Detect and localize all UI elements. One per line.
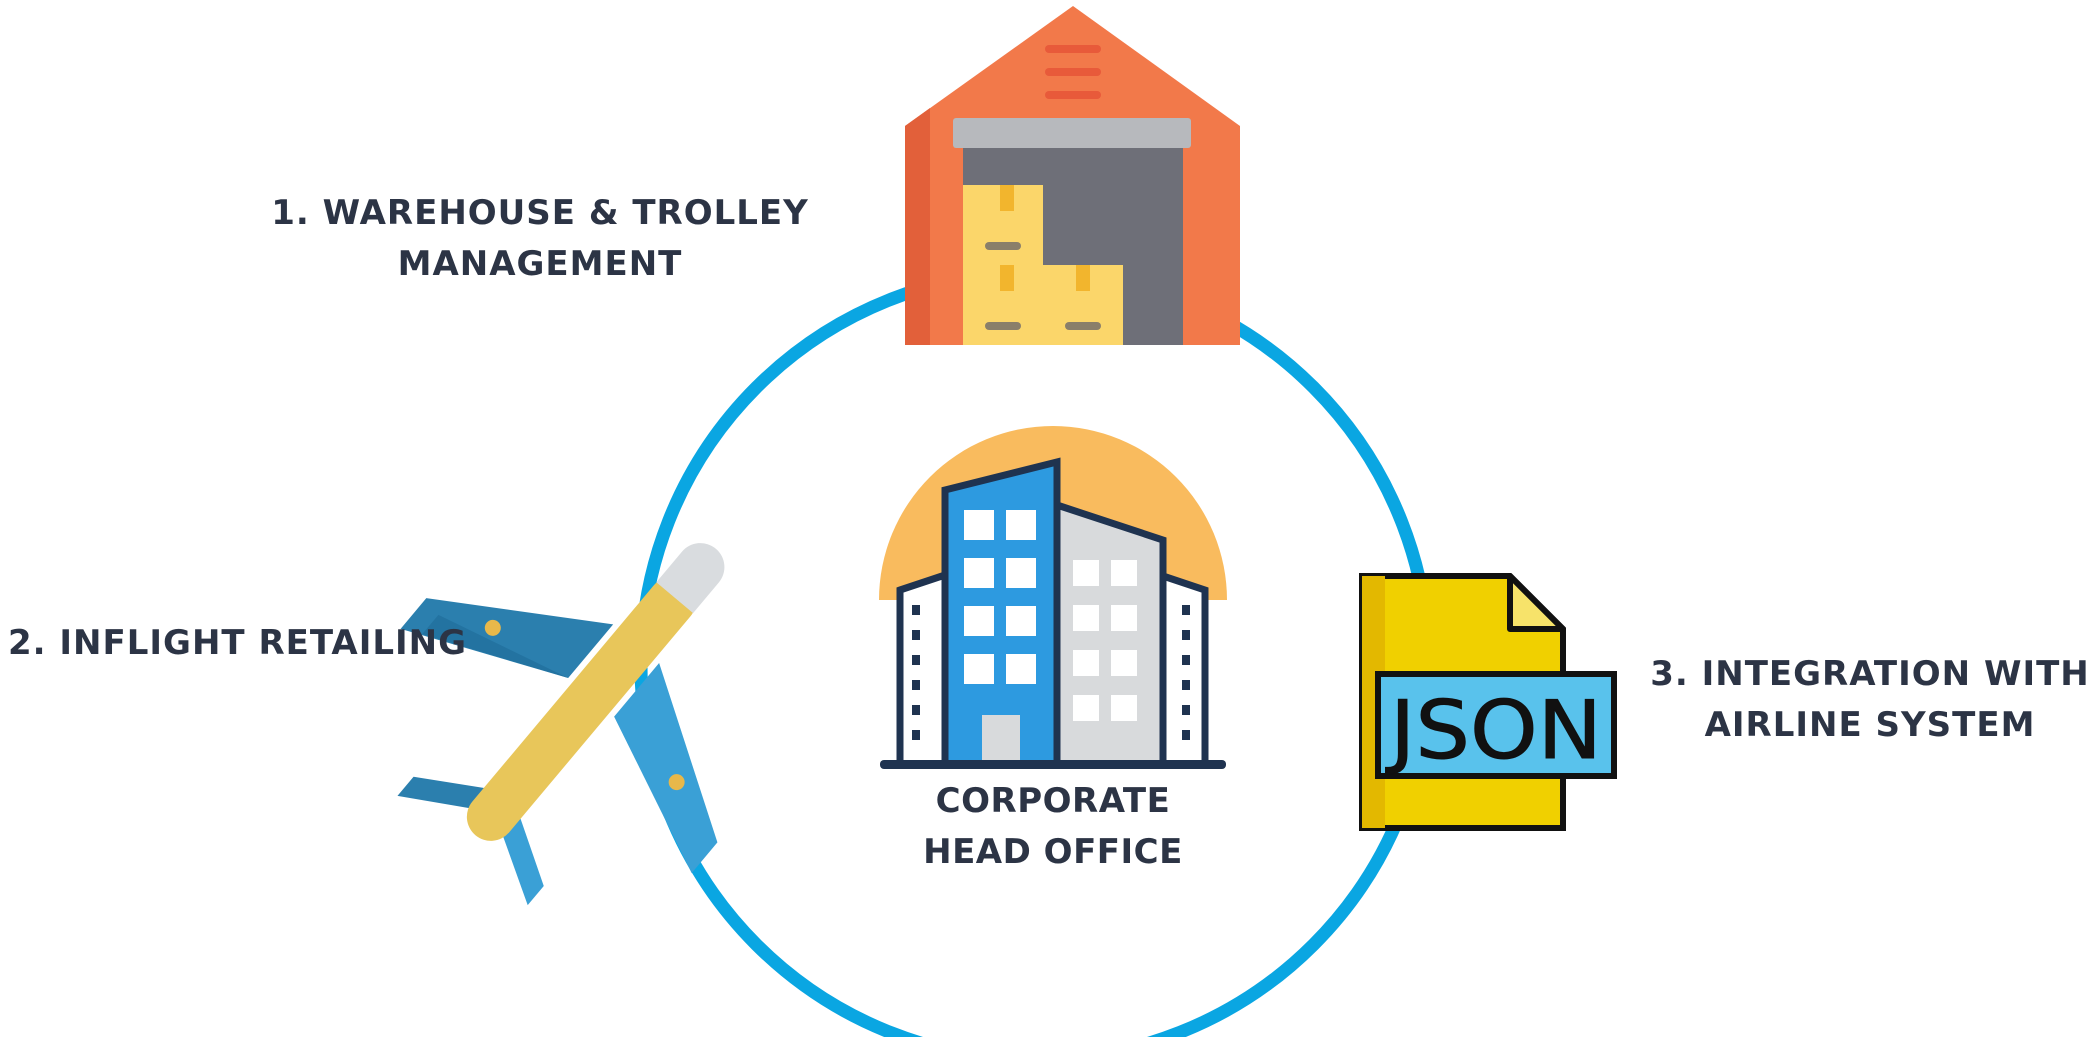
integration-label-line-2: AIRLINE SYSTEM [1704,705,2036,745]
airplane-icon [397,543,725,906]
office-building-icon [875,426,1231,780]
corporate-head-office-label: CORPORATE HEAD OFFICE [853,776,1253,878]
warehouse-icon [905,6,1240,345]
inflight-retailing-label: 2. INFLIGHT RETAILING [8,618,467,669]
warehouse-label-line-2: MANAGEMENT [397,244,683,284]
warehouse-management-label: 1. WAREHOUSE & TROLLEY MANAGEMENT [240,188,840,290]
warehouse-label-line-1: 1. WAREHOUSE & TROLLEY [271,193,809,233]
json-file-icon: JSON [1359,573,1617,831]
airline-integration-label: 3. INTEGRATION WITH AIRLINE SYSTEM [1650,649,2086,751]
center-label-line-1: CORPORATE [935,781,1171,821]
center-label-line-2: HEAD OFFICE [923,832,1183,872]
json-file-icon-text: JSON [1385,684,1602,777]
inflight-label-line-1: 2. INFLIGHT RETAILING [8,623,468,663]
integration-label-line-1: 3. INTEGRATION WITH [1650,654,2086,694]
